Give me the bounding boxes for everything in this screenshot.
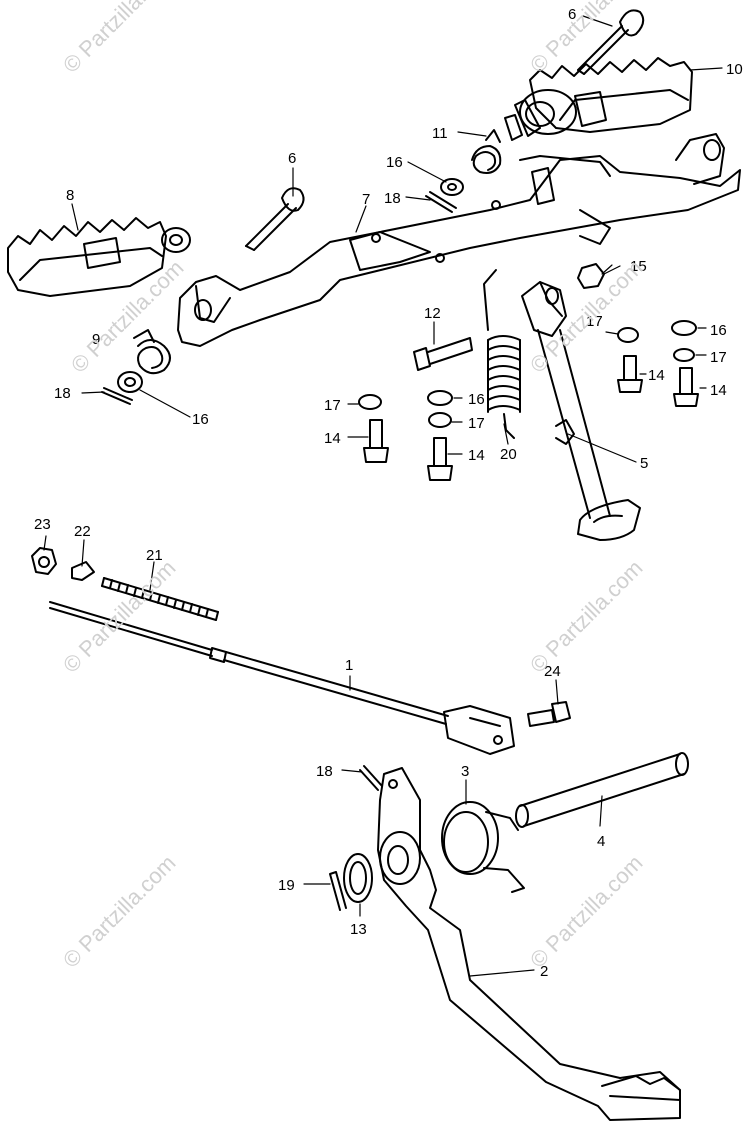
spring-part-9 (133, 329, 171, 375)
washer-part-16-right (671, 320, 697, 336)
callout-20: 20 (500, 446, 517, 463)
callout-18: 18 (316, 763, 333, 780)
callout-16: 16 (386, 154, 403, 171)
callout-2: 2 (540, 963, 548, 980)
callout-11: 11 (432, 125, 448, 142)
callout-8: 8 (66, 187, 74, 204)
washer-part-17-mid (358, 394, 382, 410)
pivot-shaft-part-4 (515, 752, 689, 828)
callout-3: 3 (461, 763, 469, 780)
callout-16: 16 (710, 322, 727, 339)
callout-9: 9 (92, 331, 100, 348)
cotter-pin-part-18-top (425, 191, 457, 213)
footpeg-right-part-10 (504, 57, 693, 141)
spring-part-20 (483, 269, 521, 439)
callout-24: 24 (544, 663, 561, 680)
washer-part-16-left (117, 371, 143, 393)
bolt-part-14-mid (363, 419, 389, 463)
washer-part-17-right (617, 327, 639, 343)
bolt-part-12 (413, 337, 473, 371)
cotter-pin-part-18-left (101, 387, 133, 405)
pin-part-24 (527, 701, 571, 727)
callout-18: 18 (54, 385, 71, 402)
callout-5: 5 (640, 455, 648, 472)
callout-14: 14 (648, 367, 665, 384)
cotter-pin-part-18-bottom (359, 765, 383, 791)
brake-pedal-part-2 (377, 767, 681, 1121)
callout-17: 17 (324, 397, 341, 414)
footpeg-left-part-8 (7, 217, 191, 297)
callout-10: 10 (726, 61, 743, 78)
cotter-pin-part-19 (329, 871, 347, 911)
callout-23: 23 (34, 516, 51, 533)
pin-part-6-top (577, 9, 645, 75)
callout-14: 14 (324, 430, 341, 447)
nut-part-15 (577, 263, 605, 289)
pin-part-6-left (245, 187, 305, 251)
callout-12: 12 (424, 305, 441, 322)
washer-part-17-mid2 (428, 412, 452, 428)
nut-part-23 (31, 547, 57, 575)
callout-16: 16 (192, 411, 209, 428)
leader-lines (43, 15, 723, 977)
callout-19: 19 (278, 877, 295, 894)
callout-18: 18 (384, 190, 401, 207)
callout-6: 6 (568, 6, 576, 23)
bolt-part-14-right (617, 355, 643, 393)
bolt-part-14-mid2 (427, 437, 453, 481)
callout-13: 13 (350, 921, 367, 938)
callout-17: 17 (586, 313, 603, 330)
washer-part-13 (343, 853, 373, 903)
washer-part-16-top (440, 178, 464, 196)
side-stand-part-5 (521, 281, 641, 541)
callout-1: 1 (345, 657, 353, 674)
spring-part-11 (471, 129, 502, 174)
step-bar-part-7 (177, 133, 741, 347)
washer-part-17-right2 (673, 348, 695, 362)
spring-part-21 (101, 577, 219, 621)
callout-4: 4 (597, 833, 605, 850)
callout-15: 15 (630, 258, 647, 275)
callout-7: 7 (362, 191, 370, 208)
callout-21: 21 (146, 547, 163, 564)
washer-part-16-mid (427, 390, 453, 406)
callout-16: 16 (468, 391, 485, 408)
callout-22: 22 (74, 523, 91, 540)
bolt-part-14-right2 (673, 367, 699, 407)
callout-14: 14 (468, 447, 485, 464)
return-spring-part-3 (441, 801, 525, 893)
brake-rod-part-1 (49, 601, 515, 755)
collar-part-22 (71, 561, 95, 581)
callout-17: 17 (710, 349, 727, 366)
callout-6: 6 (288, 150, 296, 167)
callout-14: 14 (710, 382, 727, 399)
callout-17: 17 (468, 415, 485, 432)
